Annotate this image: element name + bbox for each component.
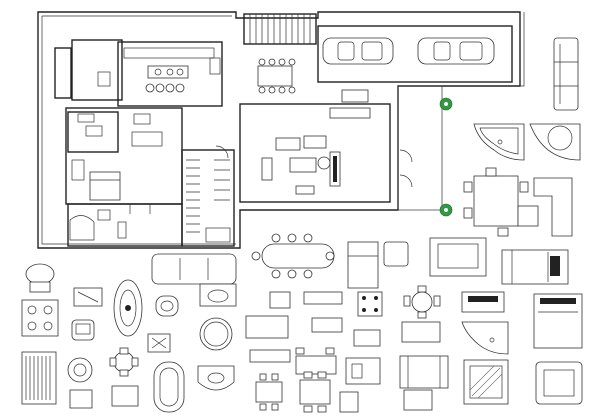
rug-icon [21, 351, 57, 405]
stove-icon [357, 291, 383, 317]
stove-icon [21, 299, 59, 337]
car-icon [322, 37, 394, 65]
rug-icon [113, 279, 143, 337]
staircase-icon [243, 13, 317, 45]
bathtub-icon [153, 361, 185, 413]
shower-icon [461, 321, 509, 355]
sofa-icon [151, 253, 237, 285]
armchair-icon [517, 177, 573, 237]
armchair-icon [25, 263, 55, 293]
sofa-icon [553, 37, 579, 111]
bed-icon [89, 171, 121, 201]
sofa-icon [347, 241, 379, 289]
furniture-icon-library [21, 37, 583, 413]
sofa-icon [245, 315, 289, 339]
car-icon [417, 37, 495, 65]
sink-icon [345, 357, 381, 385]
bed-icon [533, 293, 583, 349]
toilet-icon [147, 333, 171, 353]
dining-table-icon [295, 347, 337, 375]
round-table-icon [199, 317, 233, 351]
washing-machine-icon [73, 287, 103, 307]
dining-table-icon [299, 371, 331, 413]
sofa-icon [329, 89, 371, 119]
sofa-icon [461, 291, 505, 313]
dining-table-icon [251, 233, 335, 279]
sink-icon [199, 283, 237, 307]
bathtub-icon [473, 123, 525, 161]
toilet-icon [155, 295, 179, 317]
dining-table-icon [463, 167, 529, 237]
shower-icon [463, 359, 509, 405]
chair-icon [71, 319, 95, 341]
round-table-icon [67, 357, 93, 383]
sofa-icon [429, 237, 487, 277]
bed-icon [501, 249, 569, 285]
kitchen-island-icon [147, 65, 189, 79]
armchair-icon [535, 361, 583, 405]
round-table-icon [109, 347, 139, 377]
plant-icon [439, 97, 453, 111]
piano-icon [329, 151, 341, 187]
round-table-icon [403, 285, 441, 319]
plant-icon [439, 203, 453, 217]
dining-table-icon [257, 58, 296, 94]
sofa-icon [399, 355, 449, 389]
dining-table-icon [255, 373, 283, 411]
sink-icon [197, 365, 235, 391]
house-floor-plan [37, 11, 525, 249]
bathtub-icon [529, 123, 581, 161]
